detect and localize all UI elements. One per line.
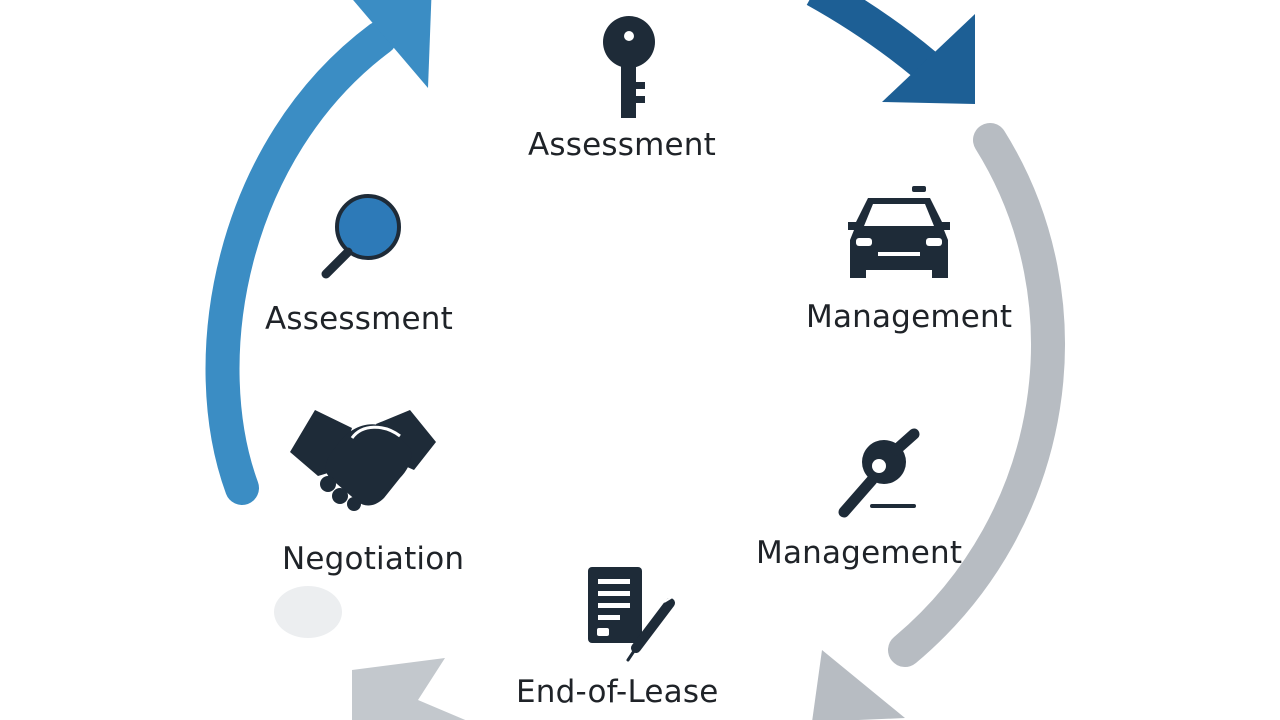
key-icon (603, 16, 655, 118)
stage-label-end-of-lease: End-of-Lease (516, 674, 719, 710)
car-icon (848, 186, 950, 278)
stage-label-assessment-top: Assessment (528, 127, 716, 163)
contract-pen-icon (588, 567, 675, 662)
arrowhead-bottom-left-gray (352, 658, 466, 720)
arrowhead-top-right (882, 14, 975, 104)
stage-label-management-lower: Management (756, 535, 963, 571)
arrow-left-blue (205, 21, 397, 505)
handshake-icon (290, 410, 436, 511)
stage-label-management-upper: Management (806, 299, 1013, 335)
wrench-icon (838, 428, 920, 518)
arrow-top-right (806, 0, 936, 79)
magnifier-icon (321, 194, 401, 279)
arrow-right-gray (888, 123, 1065, 667)
faint-smudge (274, 586, 342, 638)
stage-label-negotiation: Negotiation (282, 541, 465, 577)
arrowhead-left-blue (353, 0, 432, 88)
arrowhead-right-gray (812, 650, 905, 720)
stage-label-assessment-left: Assessment (265, 301, 453, 337)
